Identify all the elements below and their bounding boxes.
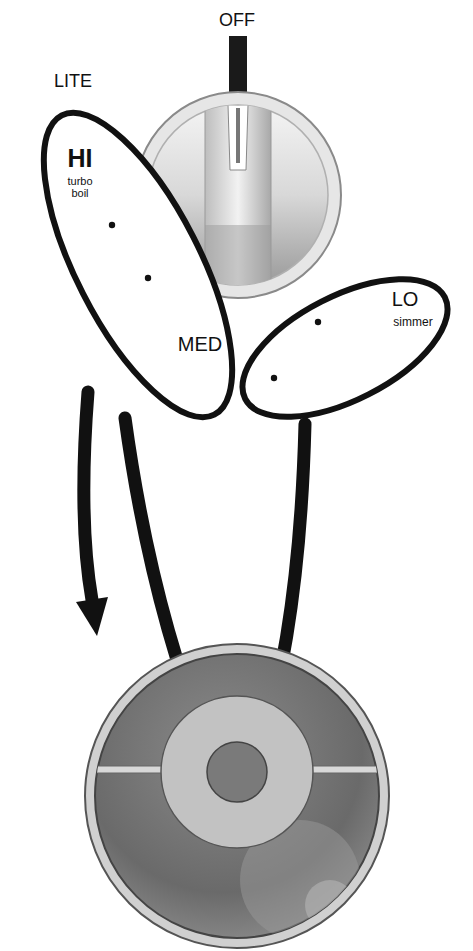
position-label: OFF — [219, 10, 255, 31]
oval-outline — [235, 272, 457, 424]
setting-note: turbo boil — [63, 176, 97, 199]
setting-group-oval: LO simmer — [235, 272, 457, 424]
burner — [85, 644, 390, 948]
setting-label: MED — [178, 334, 222, 355]
oval-outline — [35, 100, 245, 430]
setting-dot — [109, 222, 115, 228]
oval-outline — [6, 87, 269, 443]
oval-outline — [222, 251, 469, 445]
setting-dot — [145, 275, 151, 281]
setting-group-oval: HI turbo boilMED — [35, 100, 245, 430]
setting-dot — [315, 319, 321, 325]
setting-dot — [271, 375, 277, 381]
setting-label: HI — [68, 145, 93, 171]
position-label: LITE — [54, 71, 92, 92]
setting-note: simmer — [393, 316, 432, 329]
setting-label: LO — [392, 289, 419, 310]
